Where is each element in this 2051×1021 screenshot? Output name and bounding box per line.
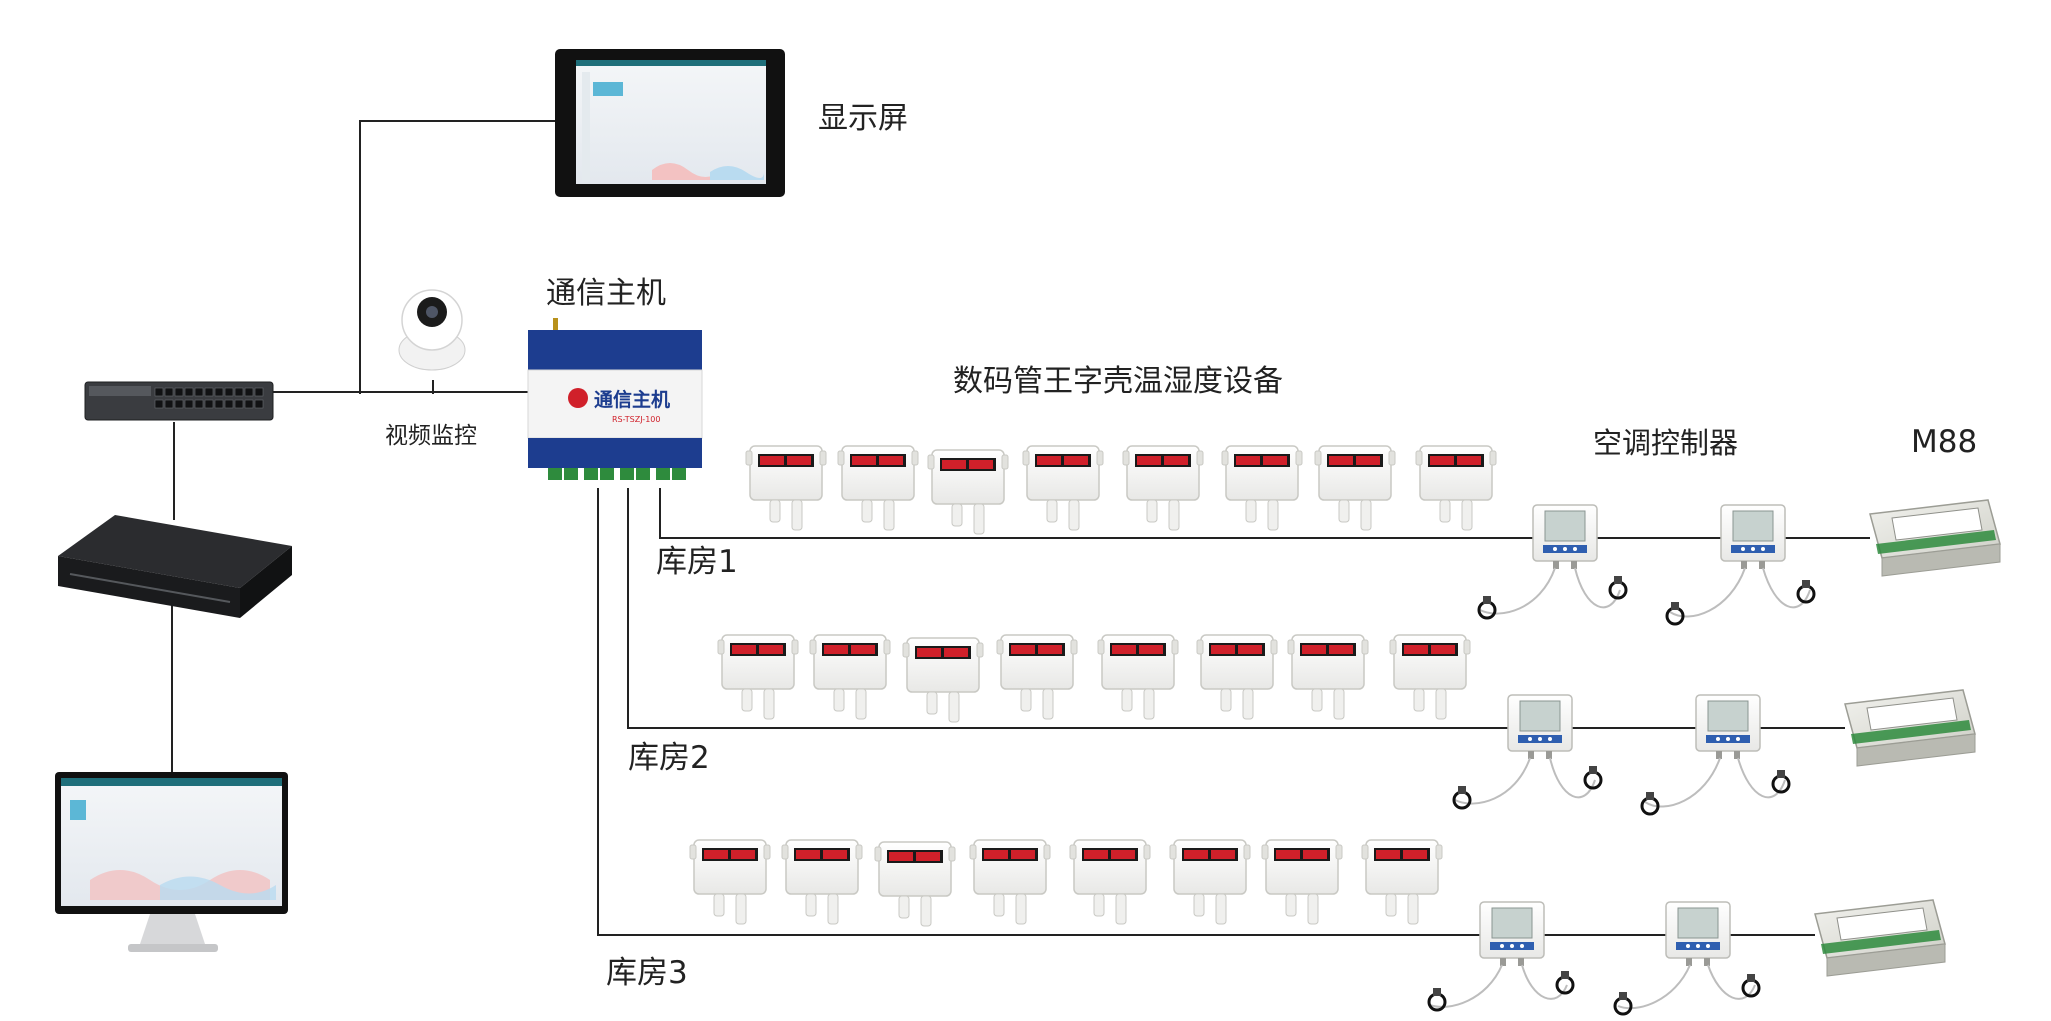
sensor-device: [1287, 634, 1369, 720]
sensor-device: [969, 839, 1051, 925]
connection-lines: [171, 120, 1870, 936]
sensor-device: [1261, 839, 1343, 925]
sensor-device: [1415, 445, 1497, 531]
sensor-device: [1097, 634, 1179, 720]
probe-cables: [1429, 964, 1756, 1010]
m88-label: M88: [1911, 424, 1977, 460]
sensor-device: [1389, 634, 1471, 720]
host-brand-text: 通信主机: [594, 388, 670, 411]
sensor-device: [902, 637, 984, 723]
probe-cables: [1479, 567, 1811, 618]
sensor-device: [745, 445, 827, 531]
comm-host-device: 通信主机 RS-TSZJ-100: [527, 318, 703, 480]
m88-device: [1869, 499, 2001, 577]
ac-controller-device: [1507, 694, 1573, 760]
warehouse-2-label: 库房2: [628, 740, 710, 776]
m88-device: [1844, 689, 1976, 767]
sensor-device: [809, 634, 891, 720]
sensor-device: [1022, 445, 1104, 531]
comm-host-label: 通信主机: [546, 276, 666, 311]
probe-device: [1452, 784, 1472, 810]
line-switch-to-display: [359, 120, 555, 394]
video-monitor-label: 视频监控: [385, 423, 477, 449]
sensor-device: [1069, 839, 1151, 925]
sensor-device: [1169, 839, 1251, 925]
sensor-device: [1196, 634, 1278, 720]
sensor-device: [874, 841, 956, 927]
sensor-device: [1314, 445, 1396, 531]
probe-device: [1613, 990, 1633, 1016]
probe-device: [1640, 790, 1660, 816]
desktop-monitor: [55, 772, 288, 952]
probe-device: [1665, 600, 1685, 626]
sensor-device: [717, 634, 799, 720]
warehouse-1-label: 库房1: [656, 544, 738, 580]
sensor-device: [927, 449, 1009, 535]
display-screen: [555, 49, 785, 197]
bus-warehouse-2: [627, 488, 1845, 729]
bus-warehouse-3: [597, 488, 1815, 936]
probe-cables: [1454, 757, 1786, 808]
network-switch: [84, 381, 274, 421]
ac-controller-device: [1720, 504, 1786, 570]
warehouse-3-row: [689, 839, 1946, 1016]
warehouse-1-row: [745, 445, 2001, 626]
sensor-device: [1361, 839, 1443, 925]
sensor-device: [1221, 445, 1303, 531]
warehouse-2-row: [717, 634, 1976, 816]
sensor-device: [1122, 445, 1204, 531]
host-model-text: RS-TSZJ-100: [612, 415, 660, 424]
ac-controller-device: [1695, 694, 1761, 760]
sensor-device: [689, 839, 771, 925]
sensor-device: [781, 839, 863, 925]
ac-controller-device: [1665, 901, 1731, 967]
sensor-device: [996, 634, 1078, 720]
sensor-group-title: 数码管王字壳温湿度设备: [953, 364, 1283, 399]
probe-device: [1477, 594, 1497, 620]
camera: [398, 289, 466, 371]
display-screen-label: 显示屏: [818, 101, 908, 136]
m88-device: [1814, 899, 1946, 977]
sensor-device: [837, 445, 919, 531]
rack-server: [58, 515, 292, 618]
bus-warehouse-1: [659, 488, 1870, 539]
ac-controller-label: 空调控制器: [1593, 426, 1738, 460]
ac-controller-device: [1532, 504, 1598, 570]
ac-controller-device: [1479, 901, 1545, 967]
warehouse-3-label: 库房3: [606, 955, 688, 991]
